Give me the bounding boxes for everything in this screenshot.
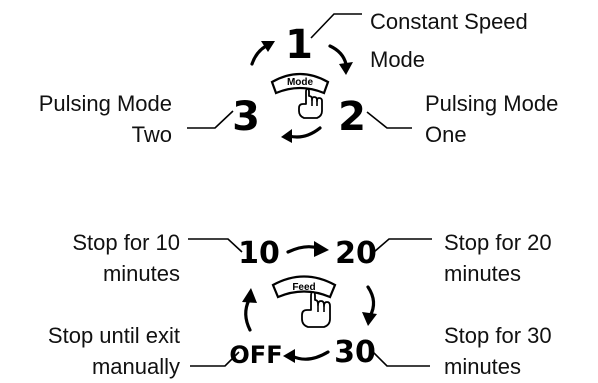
mode-step-2-number: 2 <box>338 94 366 140</box>
feed-step-off-label-line-1: Stop until exit <box>48 323 180 348</box>
mode-step-3-label-line-1: Pulsing Mode <box>39 91 172 116</box>
feed-step-30-label-line-2: minutes <box>444 354 521 379</box>
mode-button-label: Mode <box>287 77 314 88</box>
mode-step-3-label-line-2: Two <box>132 122 172 147</box>
mode-step-3-leader <box>187 110 234 129</box>
pointing-hand-icon <box>298 88 323 119</box>
mode-step-2-label-line-2: One <box>425 122 467 147</box>
feed-diagram: 10 Stop for 10 minutes 20 Stop for 20 mi… <box>48 230 552 379</box>
feed-step-20-label-line-1: Stop for 20 <box>444 230 552 255</box>
feed-arrow-10-to-20 <box>286 241 329 257</box>
feed-step-30-label-line-1: Stop for 30 <box>444 323 552 348</box>
feed-step-off-number: OFF <box>229 341 282 369</box>
feed-step-20-leader <box>373 238 432 253</box>
mode-diagram: 1 Constant Speed Mode 2 Pulsing Mode One… <box>39 9 559 147</box>
mode-step-2-label-line-1: Pulsing Mode <box>425 91 558 116</box>
feed-step-20-number: 20 <box>335 236 377 271</box>
mode-step-1-leader <box>310 13 362 39</box>
feed-step-30-number: 30 <box>334 335 376 370</box>
feed-step-10-label-line-2: minutes <box>103 261 180 286</box>
mode-step-3-number: 3 <box>232 94 260 140</box>
feed-step-20-label-line-2: minutes <box>444 261 521 286</box>
mode-arrow-1-to-2 <box>328 44 353 75</box>
feed-step-off-label-line-2: manually <box>92 354 180 379</box>
feed-step-10-leader <box>188 238 243 253</box>
mode-arrow-3-to-1 <box>250 41 275 66</box>
feed-step-30-leader <box>371 350 430 367</box>
mode-step-2-leader <box>366 111 412 129</box>
feed-arrow-20-to-30 <box>362 285 377 326</box>
mode-arrow-2-to-3 <box>281 126 322 143</box>
feed-arrow-off-to-10 <box>242 288 257 332</box>
feed-button-label: Feed <box>292 282 315 293</box>
feed-step-off-leader <box>190 351 240 367</box>
mode-step-1-label-line-2: Mode <box>370 47 425 72</box>
mode-step-1-label-line-1: Constant Speed <box>370 9 528 34</box>
mode-button[interactable]: Mode <box>270 72 330 95</box>
mode-step-1-number: 1 <box>285 22 313 68</box>
feed-button[interactable]: Feed <box>271 275 337 299</box>
feed-step-10-label-line-1: Stop for 10 <box>72 230 180 255</box>
feed-arrow-30-to-off <box>283 349 330 363</box>
pointing-hand-icon <box>301 291 331 328</box>
feed-step-10-number: 10 <box>238 236 280 271</box>
